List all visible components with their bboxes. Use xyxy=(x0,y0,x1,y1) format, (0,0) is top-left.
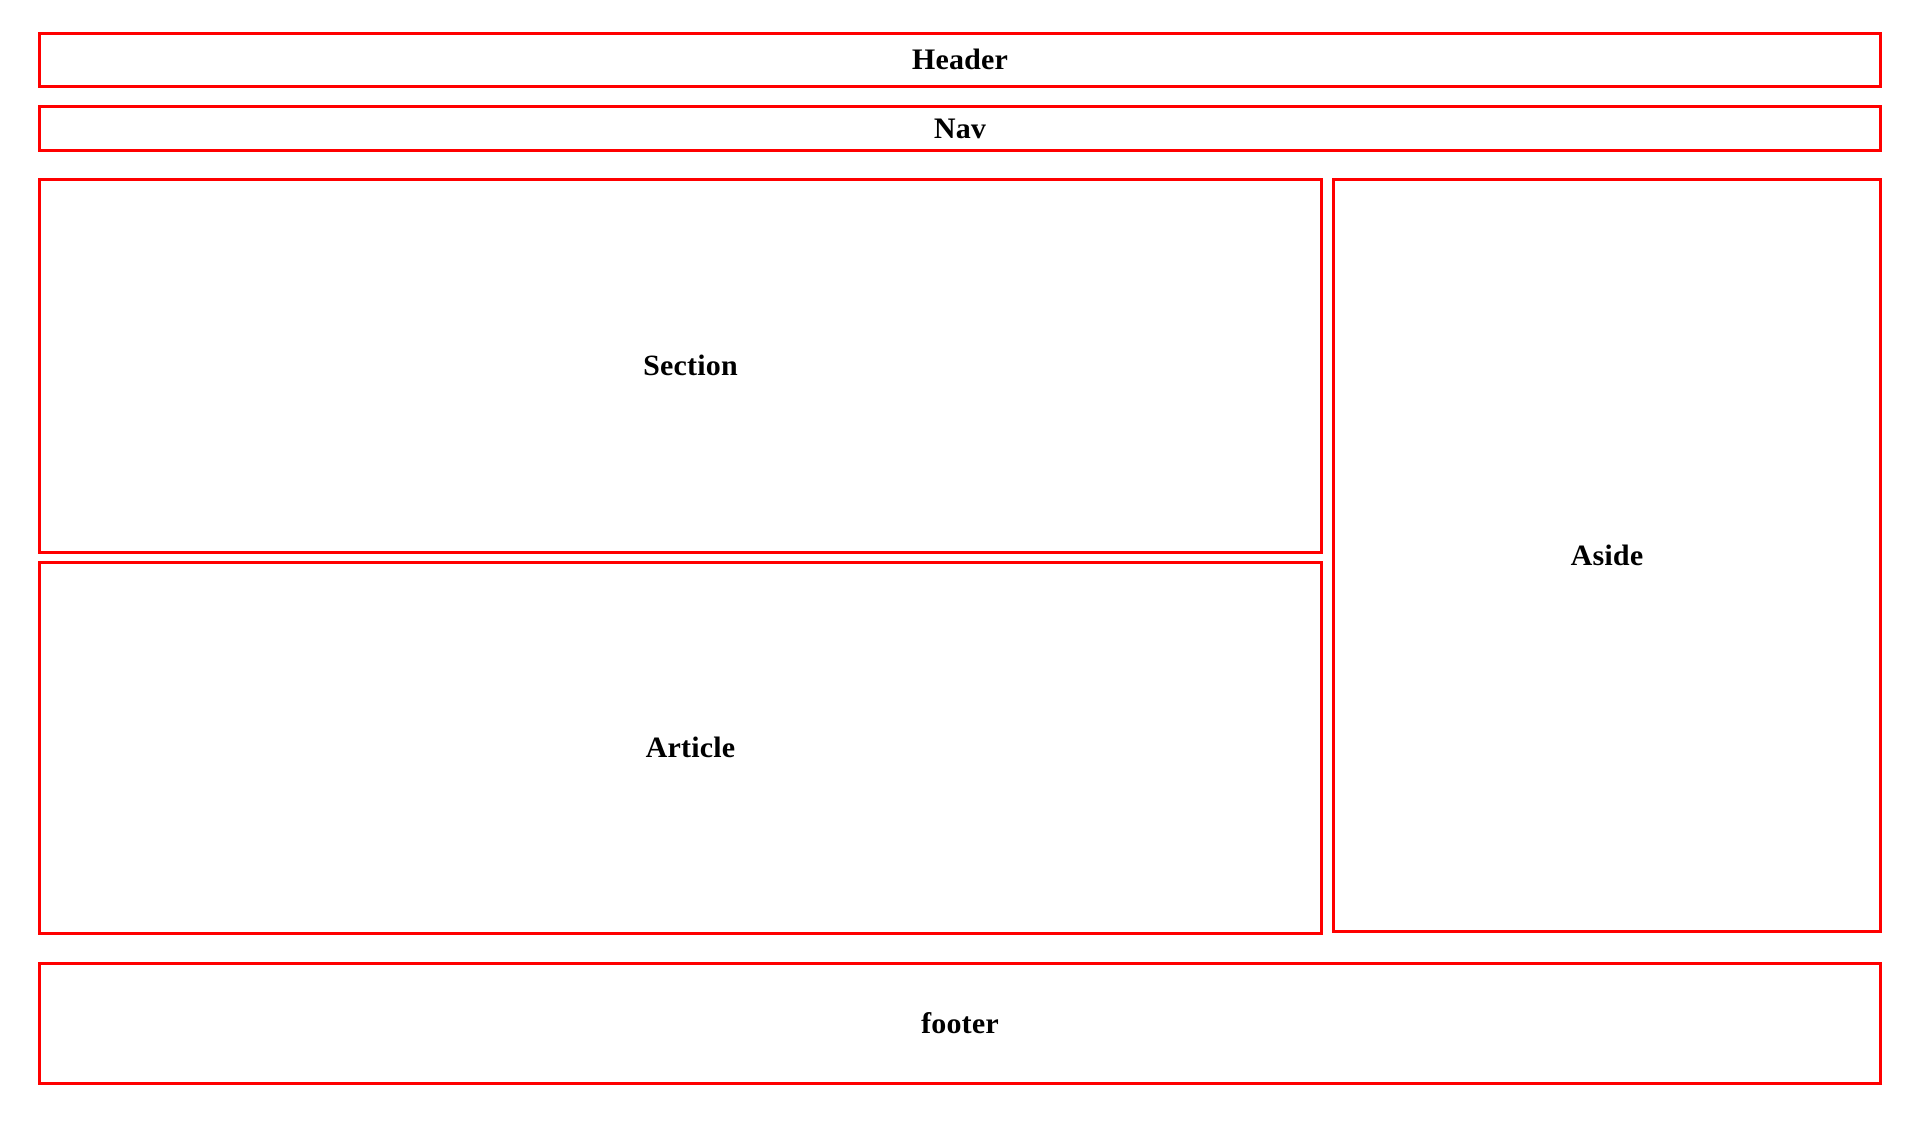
footer-label: footer xyxy=(921,1006,999,1040)
section-region: Section xyxy=(38,178,1323,554)
footer-region: footer xyxy=(38,962,1882,1085)
nav-label: Nav xyxy=(933,111,987,145)
header-region: Header xyxy=(38,32,1882,88)
aside-region: Aside xyxy=(1332,178,1882,933)
aside-label: Aside xyxy=(1570,538,1644,572)
header-label: Header xyxy=(911,43,1009,76)
article-region: Article xyxy=(38,561,1323,935)
nav-region[interactable]: Nav xyxy=(38,105,1882,152)
article-label: Article xyxy=(645,731,736,764)
section-label: Section xyxy=(643,349,738,382)
